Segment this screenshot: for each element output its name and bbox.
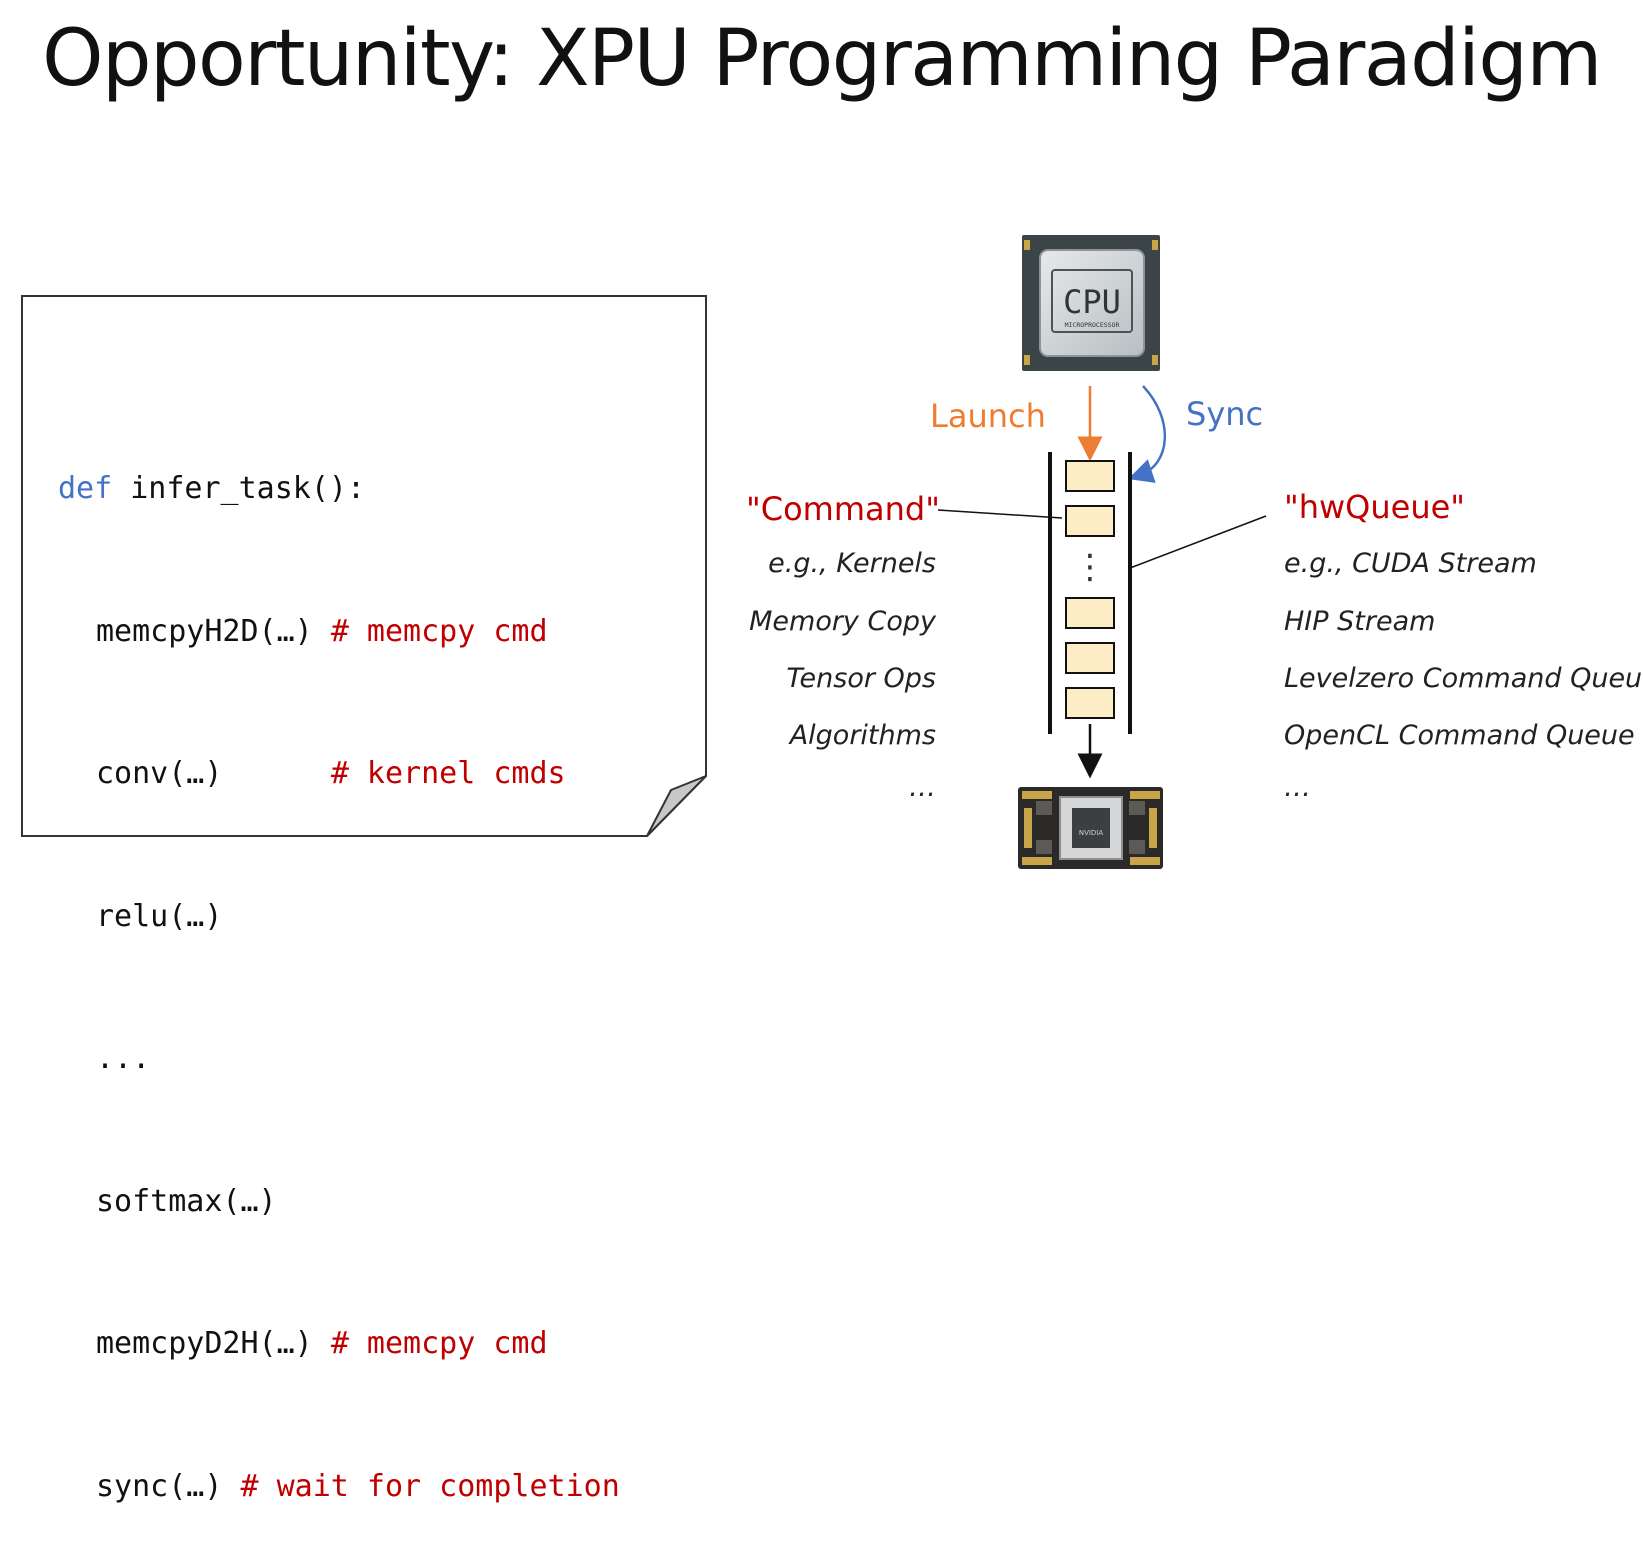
hwqueue-example: HIP Stream xyxy=(1284,606,1436,637)
queue-slot xyxy=(1065,642,1115,674)
code-text: infer_task(): xyxy=(112,471,366,506)
sync-arrow xyxy=(1128,385,1166,483)
xpu-diagram: CPU MICROPROCESSOR ⋮ xyxy=(937,235,1267,869)
code-comment: # memcpy cmd xyxy=(330,613,548,649)
code-line: conv(…) # kernel cmds xyxy=(58,750,620,798)
code-line: ... xyxy=(58,1035,620,1083)
cpu-icon: CPU MICROPROCESSOR xyxy=(1022,235,1160,371)
code-text: relu(…) xyxy=(96,898,223,934)
code-comment: # kernel cmds xyxy=(330,756,566,791)
code-line: memcpyD2H(…) # memcpy cmd xyxy=(58,1320,620,1368)
code-line: def infer_task(): xyxy=(58,465,620,513)
code-line: memcpyH2D(…) # memcpy cmd xyxy=(58,608,620,656)
cpu-sublabel: MICROPROCESSOR xyxy=(1065,321,1120,329)
command-example: Memory Copy xyxy=(749,606,936,637)
gpu-icon: NVIDIA xyxy=(1018,787,1163,869)
command-connector xyxy=(937,509,1063,519)
code-line: sync(…) # wait for completion xyxy=(58,1463,620,1511)
code-keyword: def xyxy=(58,471,113,506)
code-comment: # wait for completion xyxy=(240,1468,620,1504)
command-example: e.g., Kernels xyxy=(768,548,936,579)
hwqueue-connector xyxy=(1129,515,1267,569)
queue-slot xyxy=(1065,505,1115,537)
slide-title: Opportunity: XPU Programming Paradigm xyxy=(42,14,1602,104)
hwqueue-example: e.g., CUDA Stream xyxy=(1284,548,1537,579)
cpu-label: CPU xyxy=(1063,283,1121,321)
hwqueue-example: Levelzero Command Queue xyxy=(1284,663,1643,694)
queue-ellipsis: ⋮ xyxy=(1073,547,1107,587)
command-example: Tensor Ops xyxy=(786,663,936,694)
hwqueue-example: … xyxy=(1284,772,1311,803)
code-text: conv(…) xyxy=(96,756,331,791)
code-text: memcpyH2D(…) xyxy=(96,613,331,649)
code-text: memcpyD2H(…) xyxy=(96,1326,331,1361)
hwqueue-title: "hwQueue" xyxy=(1284,488,1466,526)
queue-slot xyxy=(1065,687,1115,719)
code-line: relu(…) xyxy=(58,893,620,941)
launch-label: Launch xyxy=(930,397,1046,435)
gpu-label: NVIDIA xyxy=(1079,829,1104,837)
code-text: ... xyxy=(96,1041,151,1076)
queue-slot xyxy=(1065,460,1115,492)
code-comment: # memcpy cmd xyxy=(330,1326,548,1361)
code-text: sync(…) xyxy=(96,1468,241,1504)
command-example: Algorithms xyxy=(789,720,936,751)
code-line: softmax(…) xyxy=(58,1178,620,1226)
folded-corner xyxy=(646,775,707,837)
hwqueue-example: OpenCL Command Queue xyxy=(1284,720,1635,751)
command-example: … xyxy=(909,772,936,803)
code-text: softmax(…) xyxy=(96,1183,277,1219)
sync-label: Sync xyxy=(1186,395,1264,433)
code-note-paper xyxy=(21,295,707,837)
command-title: "Command" xyxy=(746,490,940,528)
queue-slot xyxy=(1065,597,1115,629)
